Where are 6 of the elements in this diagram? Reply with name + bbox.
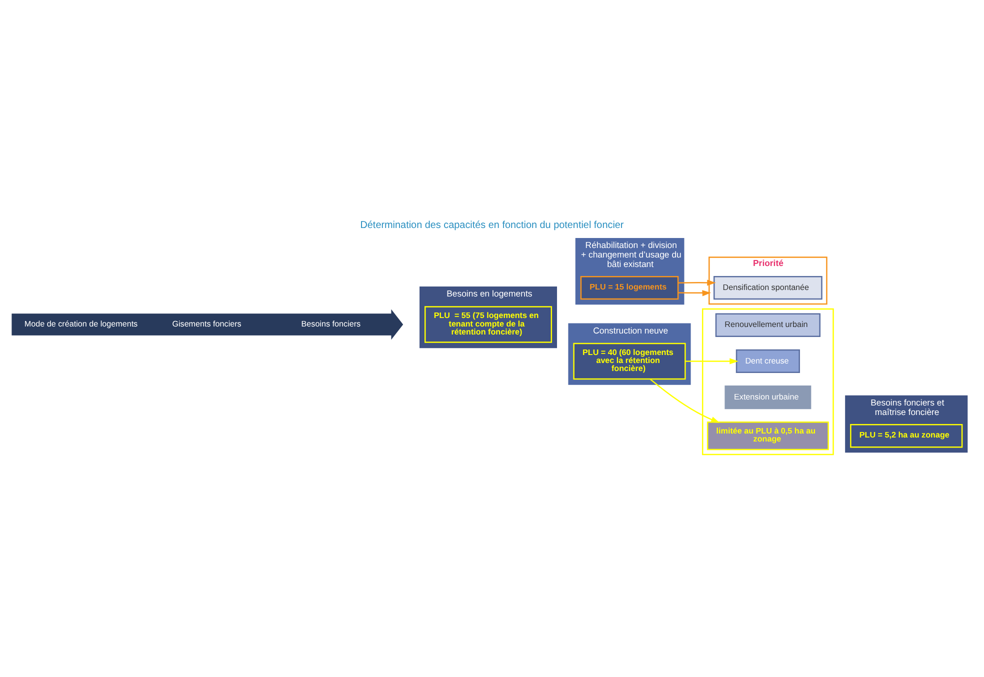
diagram-title: Détermination des capacités en fonction du potentiel foncier <box>360 220 624 231</box>
arrow <box>678 290 712 296</box>
arrow <box>678 280 716 286</box>
arrow <box>650 378 720 423</box>
arrow <box>685 358 738 364</box>
cluster <box>702 308 834 456</box>
